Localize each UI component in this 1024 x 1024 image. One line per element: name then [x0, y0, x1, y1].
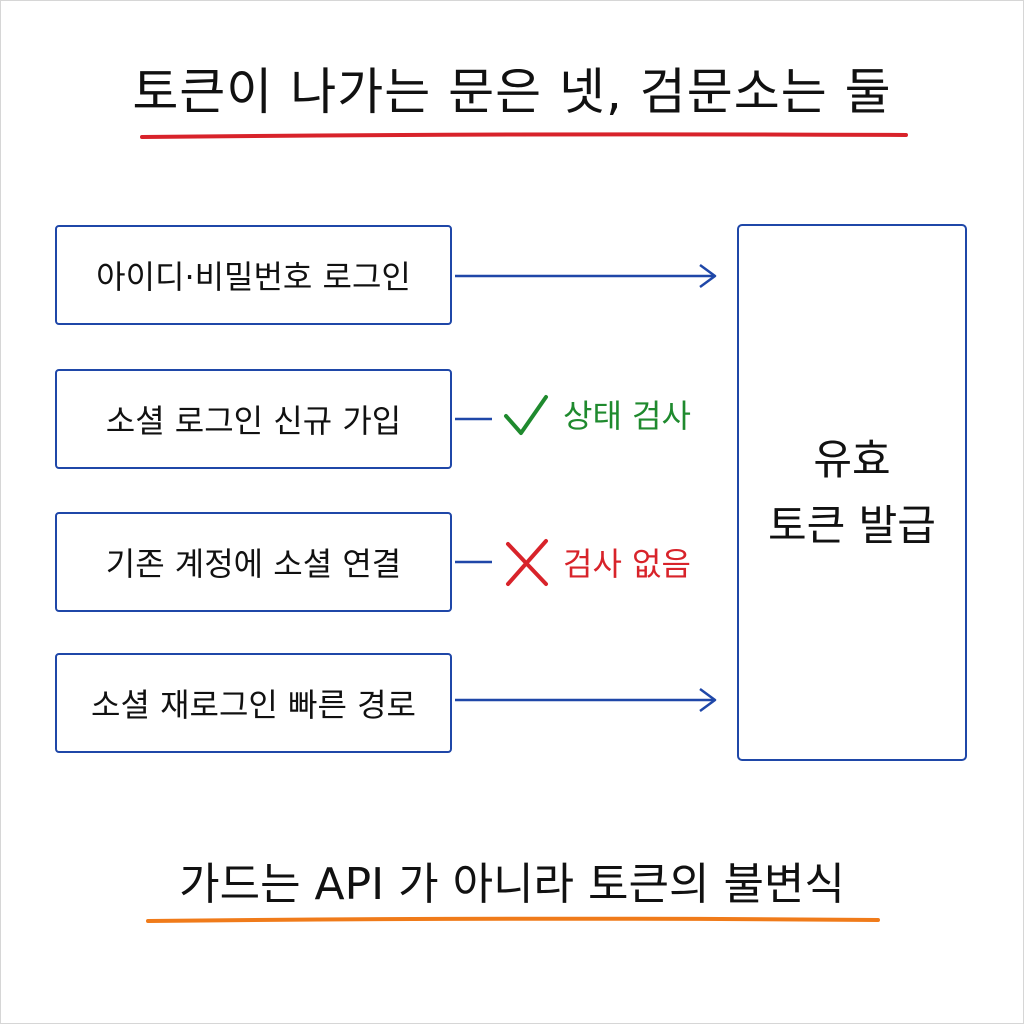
target-label-line2: 토큰 발급 [768, 500, 936, 550]
no-check-label: 검사 없음 [563, 545, 691, 583]
source-box-password-login: 아이디·비밀번호 로그인 [55, 225, 452, 325]
target-box-token-issue: 유효 토큰 발급 [737, 224, 967, 761]
target-label-line1: 유효 [813, 434, 891, 484]
diagram-title: 토큰이 나가는 문은 넷, 검문소는 둘 [132, 63, 892, 121]
source-box-social-relogin: 소셜 재로그인 빠른 경로 [55, 653, 452, 753]
state-check-label: 상태 검사 [563, 397, 691, 435]
source-box-social-signup: 소셜 로그인 신규 가입 [55, 369, 452, 469]
source-box-social-link: 기존 계정에 소셜 연결 [55, 512, 452, 612]
diagram-footer: 가드는 API 가 아니라 토큰의 불변식 [179, 859, 845, 910]
